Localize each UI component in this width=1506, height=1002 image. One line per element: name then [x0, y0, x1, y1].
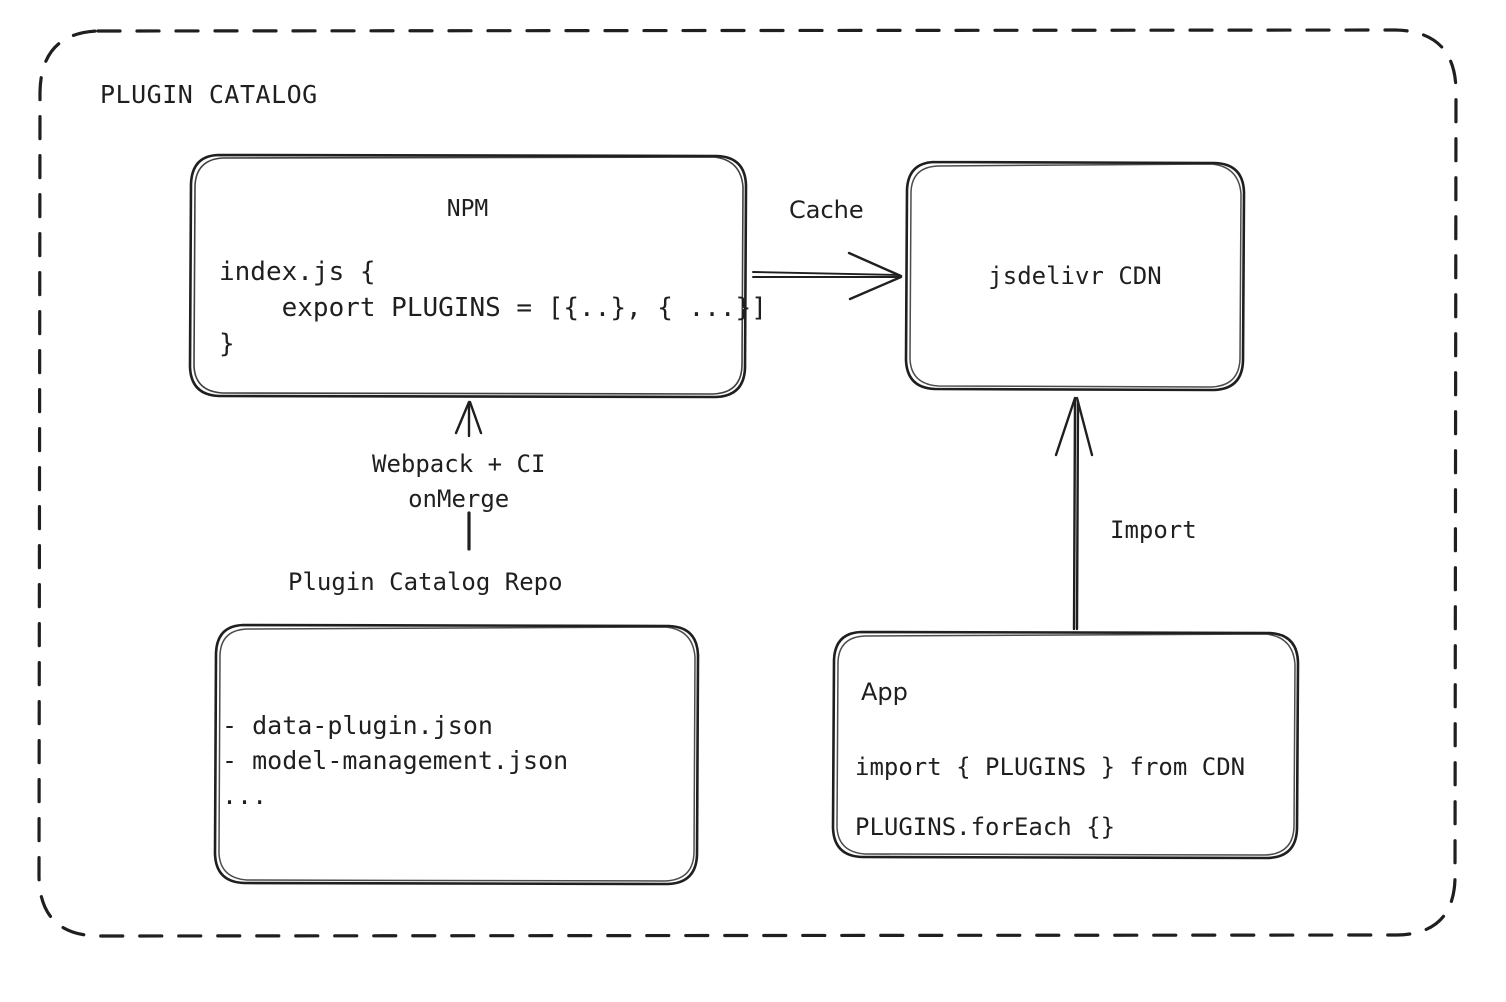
app-node-code-line-2: PLUGINS.forEach {}	[855, 813, 1116, 841]
cdn-node-title: jsdelivr CDN	[988, 262, 1162, 290]
repo-node-title: Plugin Catalog Repo	[288, 568, 563, 596]
app-box-outline-2	[836, 633, 1296, 856]
npm-node-title: NPM	[446, 196, 489, 222]
npm-node-code: index.js { export PLUGINS = [{..}, { ...…	[219, 257, 767, 359]
npm-box-outline-2	[193, 156, 744, 395]
edge-label-webpack-ci: Webpack + CI onMerge	[372, 450, 546, 513]
edge-repo-to-npm	[454, 400, 483, 551]
edge-label-cache: Cache	[789, 196, 864, 224]
repo-box-outline-2	[218, 626, 696, 882]
plugin-catalog-boundary	[37, 28, 1458, 938]
npm-box-outline	[188, 153, 748, 399]
edge-app-to-cdn	[1054, 396, 1094, 631]
edge-npm-to-cdn	[752, 251, 903, 301]
page-title: PLUGIN CATALOG	[100, 80, 318, 109]
edge-label-import: Import	[1110, 516, 1197, 544]
cdn-box-outline-2	[909, 163, 1242, 388]
repo-box-outline	[213, 623, 700, 886]
cdn-box-outline	[904, 160, 1246, 392]
app-box-outline	[831, 630, 1300, 860]
app-node-title: App	[861, 678, 908, 706]
app-node-code-line-1: import { PLUGINS } from CDN	[855, 753, 1246, 781]
repo-node-items: - data-plugin.json - model-management.js…	[222, 711, 569, 810]
